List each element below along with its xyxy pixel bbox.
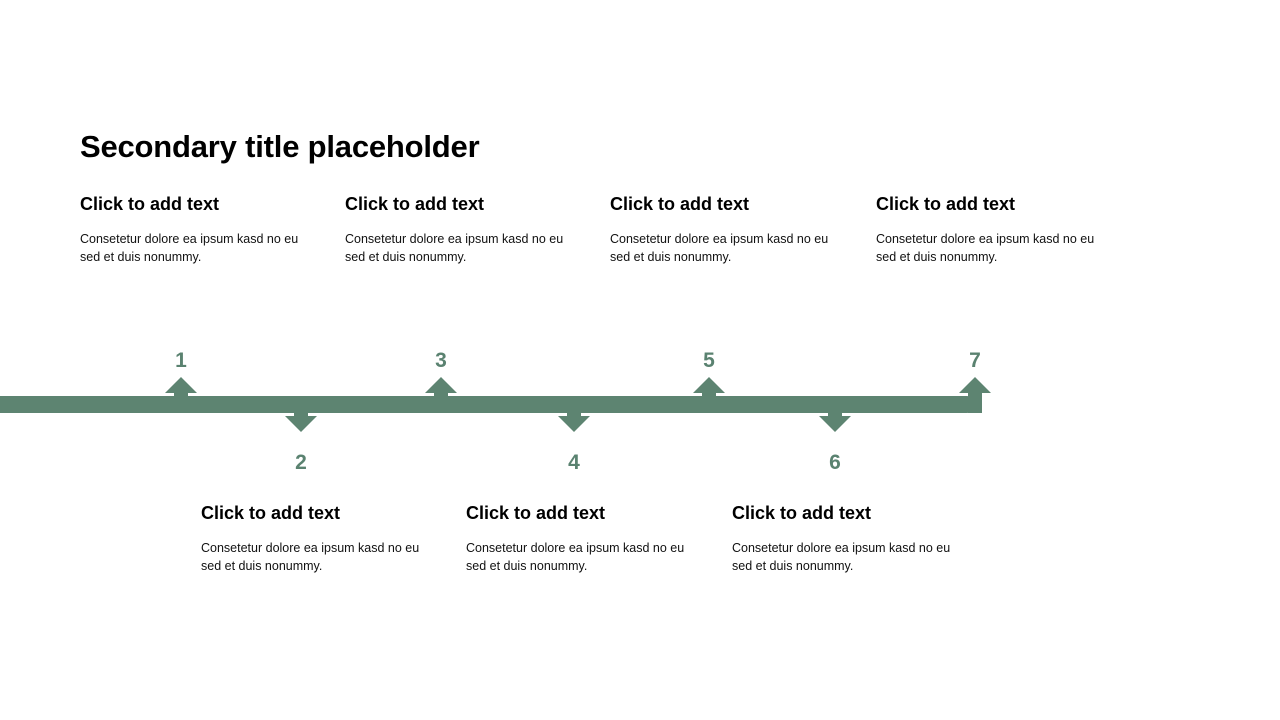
- timeline-marker-6[interactable]: 6: [805, 340, 865, 490]
- text-block-body[interactable]: Consetetur dolore ea ipsum kasd no eu se…: [80, 231, 299, 264]
- timeline-marker-1[interactable]: 1: [151, 340, 211, 490]
- text-block-heading[interactable]: Click to add text: [876, 194, 1016, 214]
- timeline-marker-4[interactable]: 4: [544, 340, 604, 490]
- text-block-2[interactable]: Click to add text Consetetur dolore ea i…: [345, 193, 565, 266]
- arrow-down-icon: [285, 396, 317, 432]
- timeline-marker-5[interactable]: 5: [679, 340, 739, 490]
- text-block-heading[interactable]: Click to add text: [201, 503, 341, 523]
- timeline-marker-number: 7: [969, 349, 981, 372]
- arrow-up-icon: [693, 377, 725, 413]
- timeline-marker-3[interactable]: 3: [411, 340, 471, 490]
- page-title: Secondary title placeholder: [80, 129, 480, 164]
- timeline-marker-number: 3: [435, 349, 447, 372]
- timeline-marker-number: 1: [175, 349, 187, 372]
- timeline-marker-number: 5: [703, 349, 715, 372]
- text-block-body[interactable]: Consetetur dolore ea ipsum kasd no eu se…: [345, 231, 564, 264]
- text-block-5[interactable]: Click to add text Consetetur dolore ea i…: [201, 502, 421, 575]
- timeline-marker-7[interactable]: 7: [945, 340, 1005, 490]
- arrow-up-icon: [425, 377, 457, 413]
- arrow-up-icon: [959, 377, 991, 413]
- text-block-heading[interactable]: Click to add text: [466, 503, 606, 523]
- text-block-heading[interactable]: Click to add text: [610, 194, 750, 214]
- timeline-graphic: 1 2 3 4 5: [0, 340, 1280, 490]
- text-block-1[interactable]: Click to add text Consetetur dolore ea i…: [80, 193, 300, 266]
- text-block-body[interactable]: Consetetur dolore ea ipsum kasd no eu se…: [732, 540, 951, 573]
- text-block-3[interactable]: Click to add text Consetetur dolore ea i…: [610, 193, 830, 266]
- text-block-body[interactable]: Consetetur dolore ea ipsum kasd no eu se…: [201, 540, 420, 573]
- text-block-heading[interactable]: Click to add text: [80, 194, 220, 214]
- text-block-body[interactable]: Consetetur dolore ea ipsum kasd no eu se…: [876, 231, 1095, 264]
- text-block-6[interactable]: Click to add text Consetetur dolore ea i…: [466, 502, 686, 575]
- text-block-7[interactable]: Click to add text Consetetur dolore ea i…: [732, 502, 952, 575]
- timeline-marker-number: 2: [295, 451, 307, 474]
- arrow-down-icon: [558, 396, 590, 432]
- arrow-down-icon: [819, 396, 851, 432]
- text-block-4[interactable]: Click to add text Consetetur dolore ea i…: [876, 193, 1096, 266]
- text-block-body[interactable]: Consetetur dolore ea ipsum kasd no eu se…: [466, 540, 685, 573]
- timeline-marker-2[interactable]: 2: [271, 340, 331, 490]
- arrow-up-icon: [165, 377, 197, 413]
- timeline-marker-number: 6: [829, 451, 841, 474]
- timeline-bar: [0, 396, 975, 413]
- timeline-marker-number: 4: [568, 451, 580, 474]
- text-block-heading[interactable]: Click to add text: [345, 194, 485, 214]
- text-block-heading[interactable]: Click to add text: [732, 503, 872, 523]
- text-block-body[interactable]: Consetetur dolore ea ipsum kasd no eu se…: [610, 231, 829, 264]
